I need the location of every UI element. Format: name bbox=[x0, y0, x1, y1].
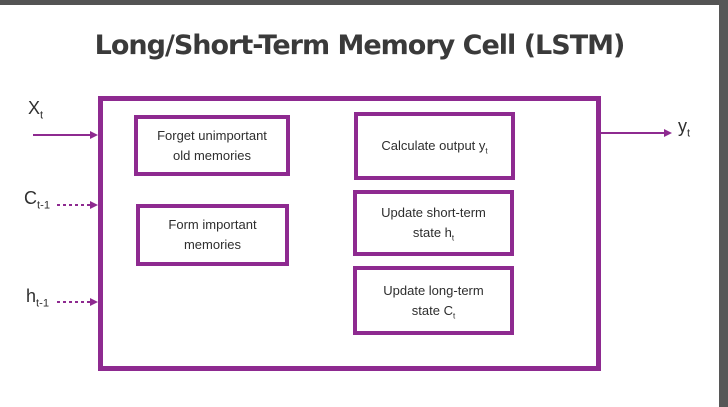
output-arrow-yt bbox=[601, 132, 664, 134]
input-label-xt-sub: t bbox=[40, 109, 44, 122]
box-forget-memories: Forget unimportant old memories bbox=[134, 115, 290, 176]
output-arrowhead-yt bbox=[664, 129, 672, 137]
input-label-ct-1-sub: t-1 bbox=[37, 199, 51, 212]
input-arrowhead-xt bbox=[90, 131, 98, 139]
input-arrow-xt bbox=[33, 134, 91, 136]
output-label-yt: yt bbox=[678, 116, 691, 140]
input-label-ct-1-base: C bbox=[24, 188, 37, 208]
input-arrowhead-ht-1 bbox=[90, 298, 98, 306]
box-update-long-term-line1: Update long-term bbox=[383, 282, 484, 298]
input-label-ct-1: Ct-1 bbox=[24, 188, 51, 212]
box-calculate-output-sub: t bbox=[485, 146, 488, 156]
input-arrow-ht-1 bbox=[57, 301, 91, 303]
input-arrow-ct-1 bbox=[57, 204, 91, 206]
window-right-edge bbox=[719, 0, 728, 407]
output-label-yt-sub: t bbox=[687, 127, 691, 140]
window-top-edge bbox=[0, 0, 728, 5]
box-update-short-term: Update short-term state ht bbox=[353, 190, 514, 256]
input-label-xt-base: X bbox=[28, 98, 41, 118]
diagram-title: Long/Short-Term Memory Cell (LSTM) bbox=[94, 30, 626, 61]
box-update-long-term: Update long-term state Ct bbox=[353, 266, 514, 335]
input-label-ht-1: ht-1 bbox=[26, 286, 50, 310]
output-label-yt-base: y bbox=[678, 116, 687, 136]
box-update-short-term-text: state h bbox=[412, 225, 452, 240]
box-update-long-term-line2: state Ct bbox=[412, 301, 455, 321]
box-update-short-term-line1: Update short-term bbox=[381, 205, 486, 220]
box-forget-line2: old memories bbox=[172, 147, 252, 163]
box-form-memories: Form important memories bbox=[136, 204, 289, 266]
box-update-long-term-text: state C bbox=[411, 302, 453, 318]
box-update-short-term-sub: t bbox=[451, 233, 455, 243]
box-calculate-output-line1: Calculate output yt bbox=[381, 136, 487, 156]
input-label-ht-1-base: h bbox=[26, 286, 37, 306]
box-form-line1: Form important bbox=[168, 217, 257, 232]
box-calculate-output-text: Calculate output y bbox=[381, 138, 486, 153]
box-form-line2: memories bbox=[183, 237, 242, 252]
box-update-long-term-sub: t bbox=[452, 311, 456, 321]
input-label-xt: Xt bbox=[28, 98, 44, 122]
input-label-ht-1-sub: t-1 bbox=[36, 297, 50, 310]
input-arrowhead-ct-1 bbox=[90, 201, 98, 209]
box-update-short-term-line2: state ht bbox=[413, 223, 454, 243]
box-forget-line1: Forget unimportant bbox=[157, 127, 267, 143]
box-calculate-output: Calculate output yt bbox=[354, 112, 515, 180]
